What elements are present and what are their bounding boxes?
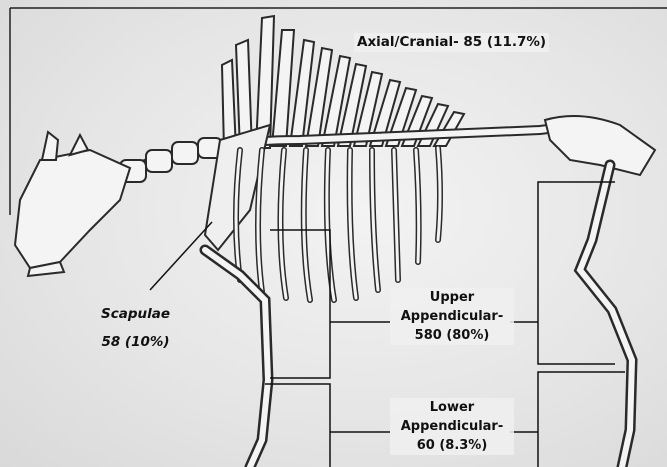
skull (15, 132, 130, 276)
scapulae-label: Scapulae 58 (10%) (98, 300, 173, 356)
ribs (236, 148, 440, 300)
upper-line-2: Appendicular- (393, 307, 511, 326)
neck-vertebrae (120, 138, 222, 182)
upper-line-1: Upper (393, 288, 511, 307)
axial-cranial-label: Axial/Cranial- 85 (11.7%) (354, 33, 549, 52)
lower-line-3: 60 (8.3%) (393, 436, 511, 455)
upper-appendicular-label: Upper Appendicular- 580 (80%) (390, 288, 514, 345)
lower-line-1: Lower (393, 398, 511, 417)
pelvis (545, 116, 655, 175)
lower-appendicular-label: Lower Appendicular- 60 (8.3%) (390, 398, 514, 455)
hind-leg (580, 165, 632, 467)
upper-line-3: 580 (80%) (393, 326, 511, 345)
scapulae-name: Scapulae (101, 300, 170, 328)
scapulae-value: 58 (10%) (101, 328, 170, 356)
lower-line-2: Appendicular- (393, 417, 511, 436)
